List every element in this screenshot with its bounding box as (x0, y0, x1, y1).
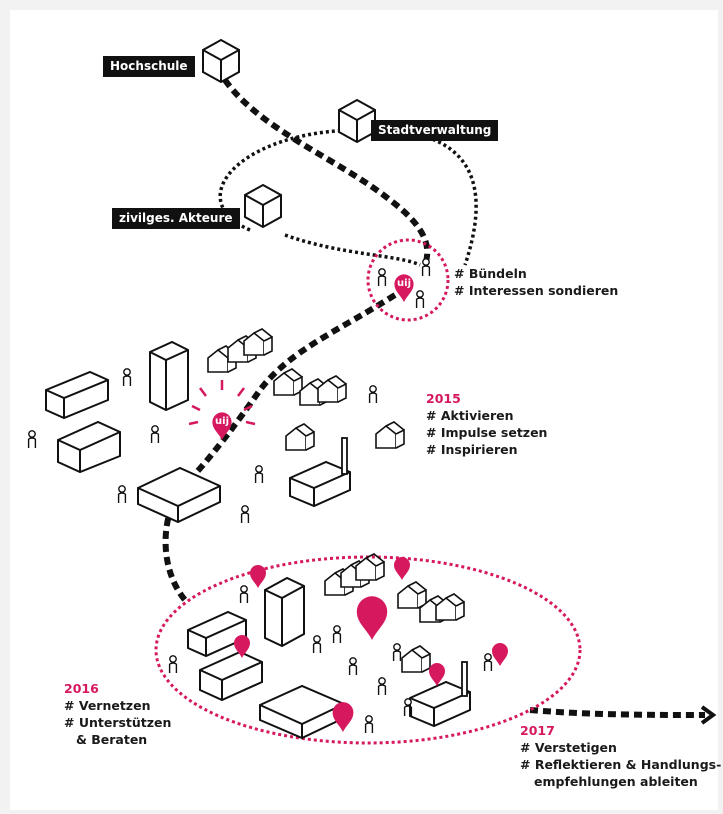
phase-note-line: # Interessen sondieren (454, 283, 619, 298)
person-icon (483, 653, 493, 672)
phase-note-line: # Aktivieren (426, 408, 514, 423)
house-icon (355, 553, 385, 581)
house-icon (401, 645, 431, 673)
factory-building (409, 661, 471, 728)
house-icon (317, 375, 347, 403)
map-pin-icon (492, 643, 508, 666)
factory-building (289, 437, 351, 508)
tower-building (149, 340, 189, 412)
phase-bundle-circle: uij (366, 238, 450, 322)
phase-note-line: # Impulse setzen (426, 425, 548, 440)
block-building (57, 420, 121, 474)
phase-year: 2017 (520, 723, 555, 738)
cube-icon (244, 183, 282, 229)
cube-icon (202, 38, 240, 84)
person-icon (348, 657, 358, 676)
phase-note-2017: 2017 # Verstetigen # Reflektieren & Hand… (520, 722, 721, 790)
phase-note-line: # Bündeln (454, 266, 527, 281)
diagram-frame: uij (10, 10, 721, 810)
person-icon (254, 465, 264, 484)
dotted-loop-path (218, 128, 478, 266)
house-icon (243, 328, 273, 356)
person-icon (239, 585, 249, 604)
person-icon (377, 677, 387, 696)
person-icon (364, 715, 374, 734)
phase-year: 2015 (426, 391, 461, 406)
house-icon (285, 423, 315, 451)
person-icon (392, 643, 402, 662)
person-icon (421, 258, 431, 277)
block-building (199, 650, 263, 702)
svg-text:uij: uij (397, 278, 411, 289)
map-pin-icon (332, 702, 354, 732)
person-icon (312, 635, 322, 654)
person-icon (377, 268, 387, 287)
phase-2016-ellipse (154, 553, 582, 745)
future-arrow-path (529, 707, 706, 718)
house-icon (397, 581, 427, 609)
actor-label-hochschule: Hochschule (103, 56, 195, 77)
phase-note-line: & Beraten (76, 732, 148, 747)
phase-note-line: # Verstetigen (520, 740, 617, 755)
map-pin-icon (356, 596, 388, 640)
phase-note-line: # Unterstützen (64, 715, 172, 730)
map-pin-icon (250, 565, 266, 588)
phase-note-line: # Reflektieren & Handlungs- (520, 757, 722, 772)
phase-note-line: empfehlungen ableiten (534, 774, 698, 789)
cube-icon (338, 98, 376, 144)
tower-building (264, 576, 305, 648)
person-icon (117, 485, 127, 504)
phase-year: 2016 (64, 681, 99, 696)
svg-text:uij: uij (215, 416, 229, 427)
dotted-link-path (284, 233, 421, 267)
person-icon (415, 290, 425, 309)
main-dashed-path (162, 78, 431, 602)
flat-building (137, 466, 221, 524)
house-icon (375, 421, 405, 449)
block-building (45, 370, 109, 420)
actor-label-zivilges: zivilges. Akteure (112, 208, 240, 229)
person-icon (122, 368, 132, 387)
person-icon (240, 505, 250, 524)
phase-note-2015: 2015 # Aktivieren # Impulse setzen # Ins… (426, 390, 547, 458)
process-diagram: uij (27, 38, 717, 745)
phase-note-2016: 2016 # Vernetzen # Unterstützen & Berate… (64, 680, 171, 748)
uij-logo-burst-icon: uij (188, 380, 256, 440)
person-icon (27, 430, 37, 449)
phase-note-line: # Inspirieren (426, 442, 518, 457)
person-icon (150, 425, 160, 444)
phase-note-bundle: # Bündeln # Interessen sondieren (454, 265, 618, 299)
uij-logo-icon: uij (394, 274, 414, 302)
house-icon (273, 368, 303, 396)
actor-label-stadtverwaltung: Stadtverwaltung (371, 120, 499, 141)
person-icon (168, 655, 178, 674)
person-icon (368, 385, 378, 404)
phase-note-line: # Vernetzen (64, 698, 151, 713)
arrow-head-icon (700, 705, 717, 725)
map-pin-icon (394, 557, 410, 580)
cluster-2015: uij (27, 328, 405, 524)
person-icon (332, 625, 342, 644)
flat-building (259, 684, 345, 740)
